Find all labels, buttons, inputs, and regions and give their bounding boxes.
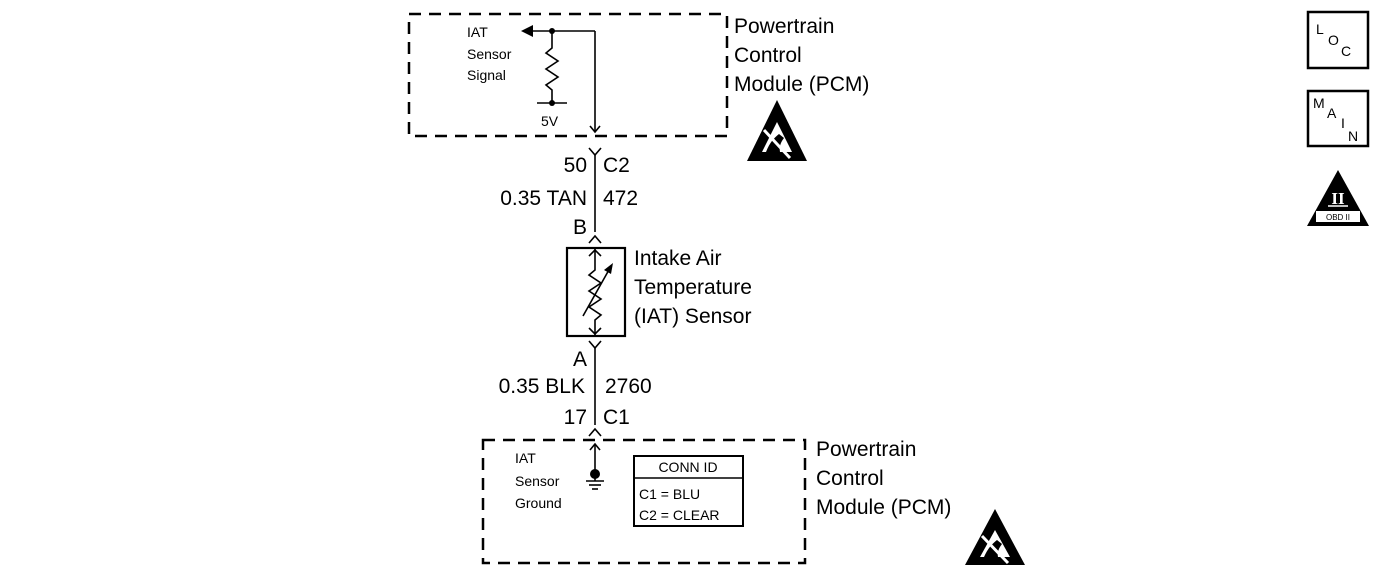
- lower-connector-id: C1: [603, 406, 630, 429]
- sensor-label-3: (IAT) Sensor: [634, 305, 751, 328]
- conn-id-title: CONN ID: [658, 459, 717, 475]
- reference-voltage-label: 5V: [541, 113, 559, 129]
- main-icon[interactable]: M A I N: [1306, 89, 1370, 148]
- variable-arrow-icon: [582, 267, 611, 317]
- upper-wire-gauge-color: 0.35 TAN: [500, 187, 587, 210]
- upper-circuit-number: 472: [603, 187, 638, 210]
- bottom-pcm-label-1: Powertrain: [816, 438, 916, 461]
- sensor-pin-a: A: [573, 348, 587, 371]
- thermistor-icon: [587, 248, 603, 336]
- conn-id-table: CONN ID C1 = BLU C2 = CLEAR: [633, 455, 744, 527]
- ground-icon: [586, 474, 604, 490]
- conn-id-row-c2: C2 = CLEAR: [639, 507, 720, 523]
- esd-warning-icon: [965, 509, 1025, 565]
- obd-ii-icon[interactable]: II OBD II: [1307, 170, 1369, 226]
- top-pcm-label-3: Module (PCM): [734, 73, 869, 96]
- top-pcm-dashed-box: [407, 12, 729, 138]
- bottom-pcm-label-2: Control: [816, 467, 884, 490]
- bottom-pcm-module: IAT Sensor Ground CONN ID C1 = BLU C2 = …: [481, 438, 1025, 565]
- main-letter-i: I: [1341, 115, 1345, 131]
- sensor-box: [565, 246, 627, 338]
- sensor-pin-b: B: [573, 216, 587, 239]
- sensor-pin-a-chevron: [588, 340, 602, 350]
- top-module-pin-arrow: [589, 125, 601, 134]
- iat-ground-label-2: Sensor: [515, 473, 560, 489]
- lower-circuit-number: 2760: [605, 375, 652, 398]
- sensor-label-1: Intake Air: [634, 247, 722, 270]
- main-letter-m: M: [1313, 95, 1325, 111]
- main-letter-n: N: [1348, 128, 1358, 144]
- junction-dot-top: [549, 28, 555, 34]
- iat-signal-label-3: Signal: [467, 67, 506, 83]
- esd-warning-icon: [747, 100, 807, 161]
- loc-letter-c: C: [1341, 43, 1351, 59]
- signal-arrow-icon: [521, 25, 533, 37]
- lower-wire-gauge-color: 0.35 BLK: [499, 375, 585, 398]
- upper-wire: 50 C2 0.35 TAN 472 B: [500, 147, 638, 244]
- iat-ground-label-1: IAT: [515, 450, 536, 466]
- sensor-pin-b-chevron: [588, 234, 602, 244]
- bottom-pcm-label-3: Module (PCM): [816, 496, 951, 519]
- loc-letter-l: L: [1316, 21, 1324, 37]
- sensor-label-2: Temperature: [634, 276, 752, 299]
- bottom-pcm-dashed-box: [481, 438, 807, 565]
- c2-connector-chevron: [588, 147, 602, 157]
- top-pcm-label-2: Control: [734, 44, 802, 67]
- top-pcm-module: IAT Sensor Signal 5V Powertrain Control …: [407, 12, 869, 161]
- c1-connector-chevron: [588, 427, 602, 437]
- obd-text: OBD II: [1326, 213, 1350, 222]
- top-pcm-label-1: Powertrain: [734, 15, 834, 38]
- main-letter-a: A: [1327, 105, 1337, 121]
- loc-icon[interactable]: L O C: [1306, 10, 1370, 70]
- loc-letter-o: O: [1328, 32, 1339, 48]
- lower-wire: A 0.35 BLK 2760 17 C1: [499, 340, 652, 437]
- obd-numeral: II: [1331, 189, 1345, 208]
- iat-signal-label-1: IAT: [467, 24, 488, 40]
- lower-pin-number: 17: [564, 406, 587, 429]
- conn-id-row-c1: C1 = BLU: [639, 486, 700, 502]
- junction-dot-5v: [549, 100, 555, 106]
- upper-connector-id: C2: [603, 154, 630, 177]
- iat-signal-label-2: Sensor: [467, 46, 512, 62]
- iat-sensor: Intake Air Temperature (IAT) Sensor: [565, 246, 752, 338]
- upper-pin-number: 50: [564, 154, 587, 177]
- iat-ground-label-3: Ground: [515, 495, 562, 511]
